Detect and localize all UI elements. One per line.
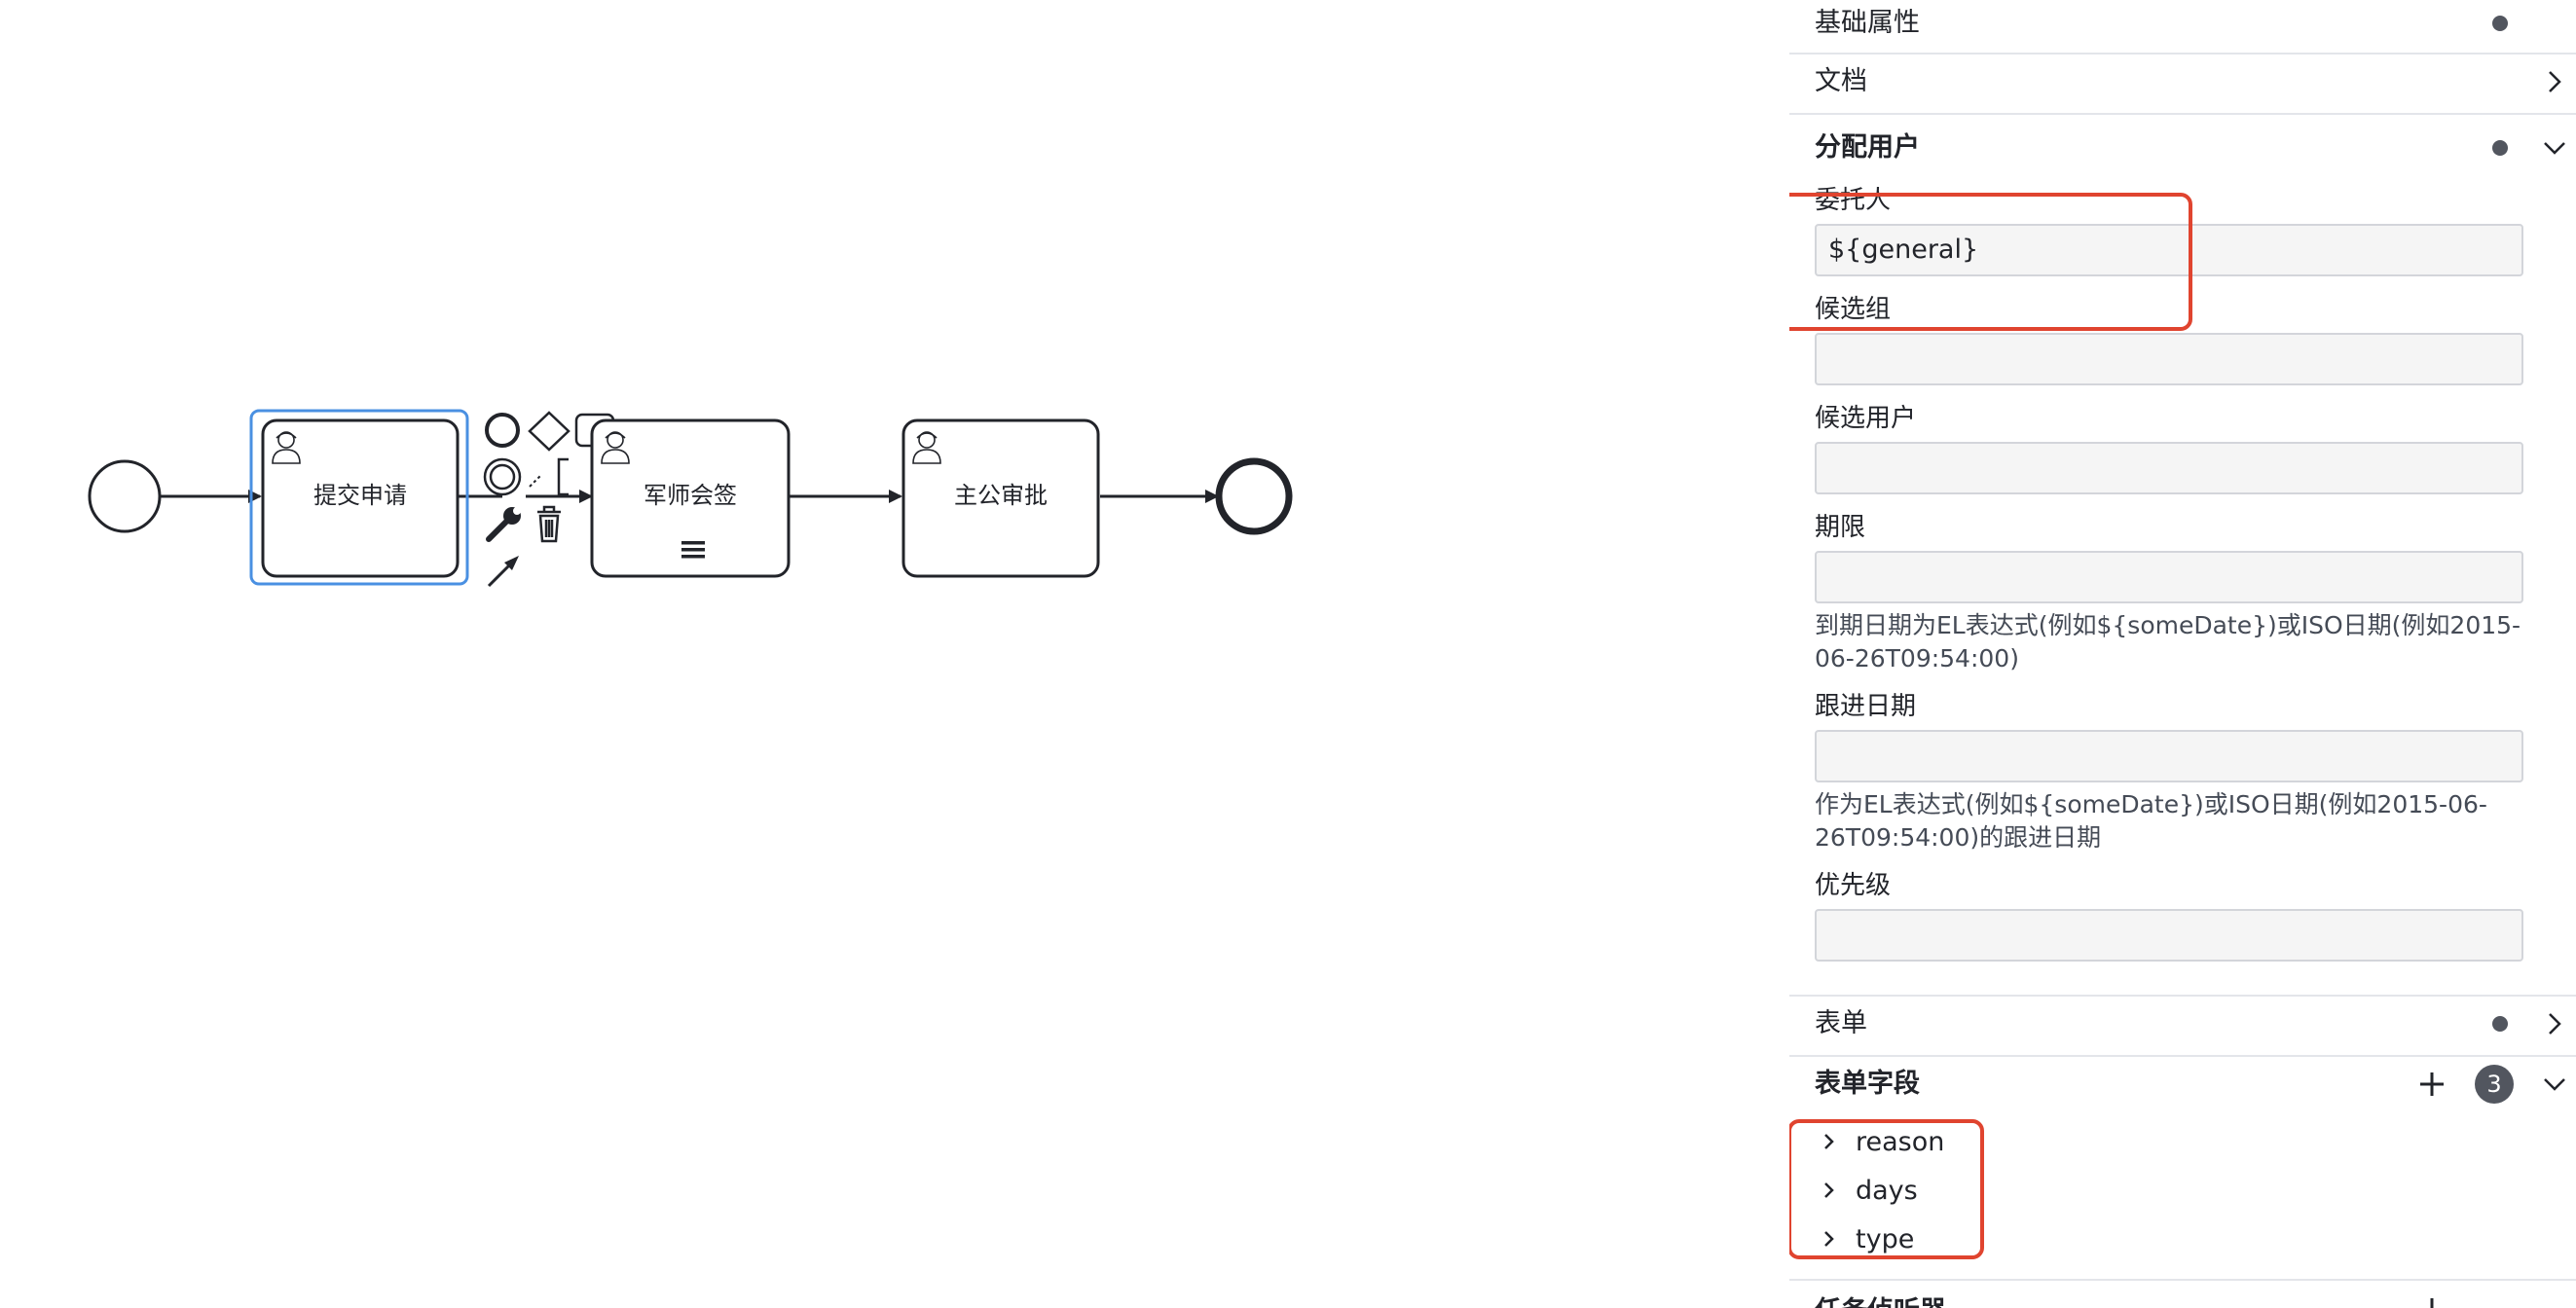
group-task-listener-header[interactable]: 任务侦听器 bbox=[1789, 1279, 2576, 1308]
form-field-name: type bbox=[1856, 1224, 1915, 1254]
add-form-field-plus-icon[interactable] bbox=[2416, 1069, 2447, 1100]
group-form-fields-header[interactable]: 表单字段 3 bbox=[1789, 1057, 2576, 1117]
task-label-submit: 提交申请 bbox=[313, 482, 407, 509]
priority-label: 优先级 bbox=[1815, 871, 1892, 900]
group-assign-title: 分配用户 bbox=[1815, 132, 1920, 163]
due-date-label: 期限 bbox=[1815, 513, 1866, 542]
group-assign-header[interactable]: 分配用户 bbox=[1789, 115, 2576, 175]
form-fields-count-badge: 3 bbox=[2475, 1065, 2514, 1104]
group-basic-header[interactable]: 基础属性 bbox=[1789, 0, 2576, 54]
append-end-event-icon[interactable] bbox=[485, 413, 520, 448]
task-label-countersign: 军师会签 bbox=[644, 482, 737, 509]
has-data-dot-icon bbox=[2492, 1016, 2508, 1032]
form-field-name: days bbox=[1856, 1176, 1918, 1206]
follow-up-date-label: 跟进日期 bbox=[1815, 692, 1917, 721]
bpmn-canvas[interactable]: 提交申请 军师会签 主公审批 bbox=[0, 0, 1789, 1308]
highlight-box-form-fields bbox=[1789, 1119, 1984, 1259]
chevron-down-icon[interactable] bbox=[2539, 1069, 2570, 1100]
group-basic-title: 基础属性 bbox=[1815, 8, 1920, 38]
has-data-dot-icon bbox=[2492, 140, 2508, 156]
group-form-fields-title: 表单字段 bbox=[1815, 1069, 1920, 1099]
has-data-dot-icon bbox=[2492, 16, 2508, 31]
group-docs-title: 文档 bbox=[1815, 66, 1867, 96]
change-type-wrench-icon[interactable] bbox=[486, 507, 521, 542]
chevron-right-icon[interactable] bbox=[2539, 1008, 2570, 1039]
append-gateway-icon[interactable] bbox=[528, 411, 570, 452]
add-listener-plus-icon[interactable] bbox=[2416, 1294, 2447, 1308]
candidate-groups-input[interactable] bbox=[1815, 333, 2523, 385]
highlight-box-assignee bbox=[1789, 193, 2192, 331]
group-docs-header[interactable]: 文档 bbox=[1789, 54, 2576, 115]
user-task-approve[interactable] bbox=[902, 418, 1100, 578]
group-form-title: 表单 bbox=[1815, 1008, 1867, 1038]
chevron-right-icon bbox=[1824, 1134, 1834, 1149]
user-task-submit[interactable] bbox=[261, 418, 460, 578]
user-task-countersign[interactable] bbox=[590, 418, 791, 578]
assignee-label: 委托人 bbox=[1815, 186, 1892, 215]
chevron-right-icon bbox=[1824, 1231, 1834, 1247]
user-icon bbox=[272, 431, 301, 464]
candidate-users-input[interactable] bbox=[1815, 442, 2523, 494]
group-form-header[interactable]: 表单 bbox=[1789, 995, 2576, 1057]
chevron-right-icon[interactable] bbox=[2539, 66, 2570, 97]
due-date-description: 到期日期为EL表达式(例如${someDate})或ISO日期(例如2015-0… bbox=[1815, 611, 2521, 672]
user-icon bbox=[912, 431, 941, 464]
start-event[interactable] bbox=[88, 459, 162, 533]
candidate-users-label: 候选用户 bbox=[1815, 404, 1917, 433]
context-pad bbox=[483, 411, 615, 588]
due-date-input[interactable] bbox=[1815, 551, 2523, 603]
chevron-right-icon bbox=[1824, 1182, 1834, 1198]
candidate-groups-label: 候选组 bbox=[1815, 295, 1892, 324]
task-label-approve: 主公审批 bbox=[954, 482, 1048, 509]
form-field-name: reason bbox=[1856, 1127, 1945, 1157]
user-icon bbox=[601, 431, 630, 464]
delete-trash-icon[interactable] bbox=[537, 505, 561, 543]
end-event[interactable] bbox=[1215, 457, 1293, 535]
connect-arrow-icon[interactable] bbox=[487, 556, 519, 588]
text-annotation-icon[interactable] bbox=[529, 457, 569, 496]
selection-outline bbox=[249, 409, 469, 586]
follow-up-date-description: 作为EL表达式(例如${someDate})或ISO日期(例如2015-06-2… bbox=[1815, 790, 2487, 852]
priority-input[interactable] bbox=[1815, 909, 2523, 962]
group-task-listener-title: 任务侦听器 bbox=[1815, 1285, 1946, 1308]
follow-up-date-input[interactable] bbox=[1815, 730, 2523, 782]
properties-panel: 基础属性 文档 分配用户 委托人 ${general} 候选组 候选用户 期限 … bbox=[1789, 0, 2576, 1308]
assignee-input[interactable]: ${general} bbox=[1815, 224, 2523, 276]
chevron-down-icon[interactable] bbox=[2539, 132, 2570, 164]
multi-instance-sequential-icon bbox=[681, 541, 705, 559]
